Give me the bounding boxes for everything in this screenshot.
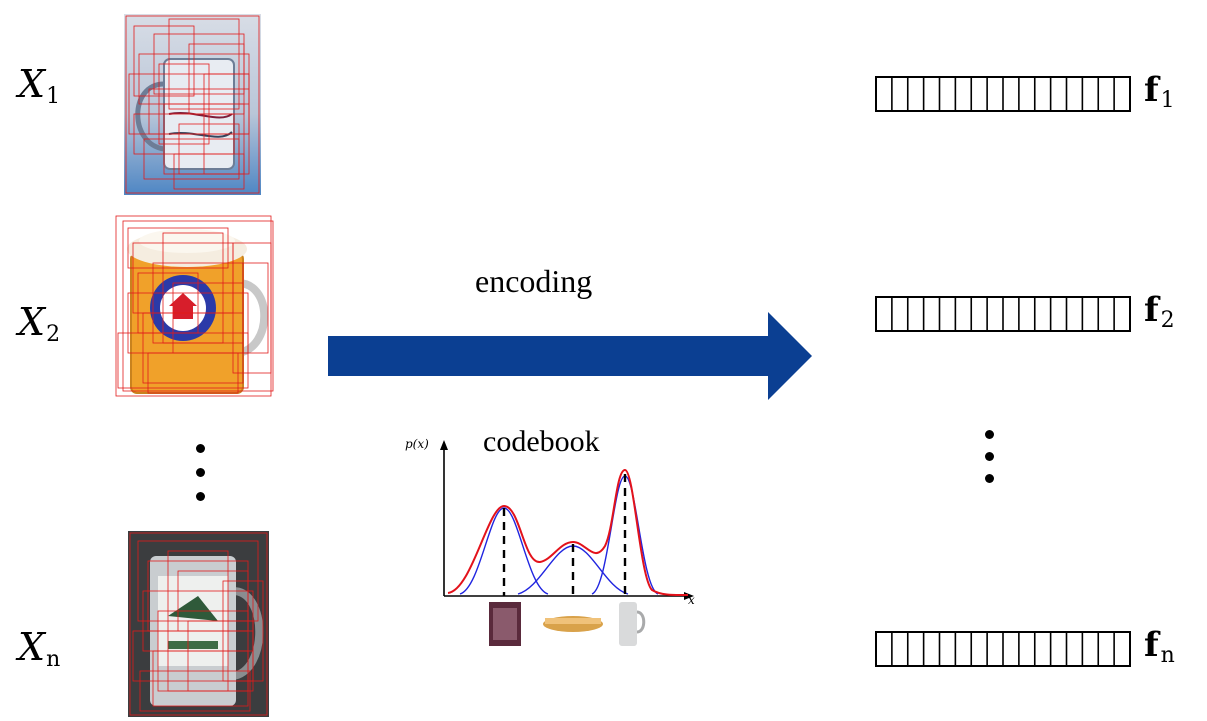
feature-symbol: f [1144,70,1159,110]
encoding-arrow [328,312,812,400]
feature-ellipsis-dot [985,452,994,461]
feature-subscript: 2 [1160,308,1175,333]
feature-vector-1 [875,76,1131,112]
encoding-label: encoding [475,263,593,299]
feature-vector-cells [875,296,1131,332]
input-set-subscript: 2 [46,322,61,347]
codebook-label: codebook [483,425,600,458]
feature-ellipsis-dot [985,474,994,483]
feature-label-n: fn [1144,625,1175,668]
feature-vector-cells [875,631,1131,667]
codeword-thumbnail-amber-dish [543,616,603,632]
feature-symbol: f [1144,625,1159,665]
input-image-dark-mug [128,531,269,717]
plot-y-label: p(x) [405,437,429,451]
codeword-thumbnail-white-mug [619,602,646,646]
input-set-label-1: X1 [18,62,60,109]
input-set-subscript: 1 [46,84,61,109]
input-ellipsis-dot [196,492,205,501]
gaussian-mixture-curve [447,468,689,597]
input-set-symbol: X [18,300,46,344]
feature-ellipsis-dot [985,430,994,439]
input-image-beer-mug [113,213,274,399]
input-image-glass-mug [124,14,261,195]
feature-subscript: 1 [1160,88,1175,113]
feature-label-2: f2 [1144,290,1175,333]
feature-subscript: n [1160,643,1175,668]
input-set-subscript: n [46,647,61,672]
input-set-label-2: X2 [18,300,60,347]
feature-vector-2 [875,296,1131,332]
input-set-symbol: X [18,62,46,106]
feature-label-1: f1 [1144,70,1175,113]
input-set-label-n: Xn [18,625,60,672]
input-ellipsis-dot [196,468,205,477]
plot-x-label: x [688,593,695,607]
feature-symbol: f [1144,290,1159,330]
plot-axes [440,440,694,600]
codebook-gmm-plot: p(x) x [405,437,695,646]
input-ellipsis-dot [196,444,205,453]
feature-vector-cells [875,76,1131,112]
input-set-symbol: X [18,625,46,669]
codeword-thumbnail-dark-glass [489,602,521,646]
feature-vector-n [875,631,1131,667]
